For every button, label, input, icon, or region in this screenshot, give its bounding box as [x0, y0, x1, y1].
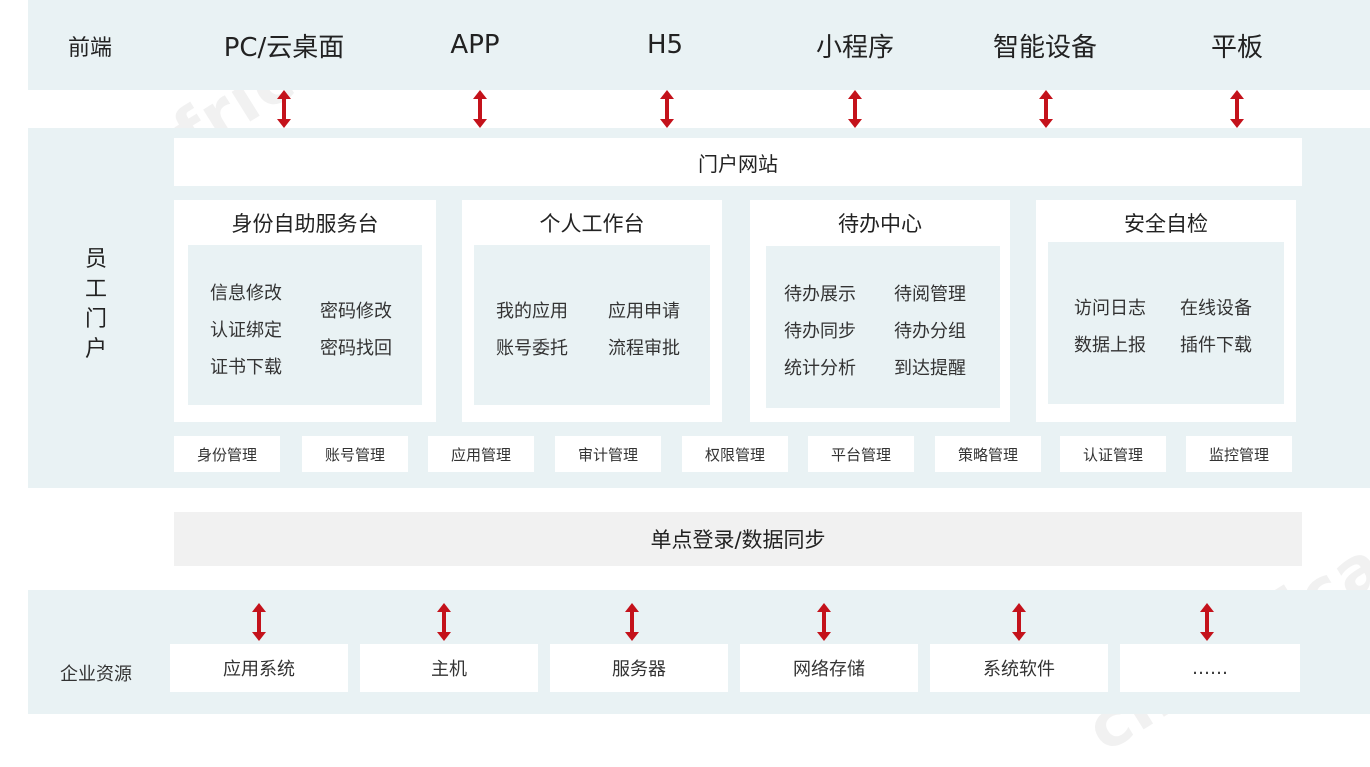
double-arrow-icon [1012, 603, 1026, 641]
card-item: 应用申请 [608, 301, 680, 322]
frontend-item-h5: H5 [646, 30, 684, 60]
card-title: 待办中心 [838, 212, 922, 236]
mgmt-monitoring: 监控管理 [1186, 436, 1292, 472]
card-item: 插件下载 [1180, 335, 1252, 356]
portal-side-label: 员 工 门 户 [84, 245, 108, 365]
frontend-band [28, 0, 1370, 90]
card-inner: 信息修改 认证绑定 证书下载 密码修改 密码找回 [188, 245, 422, 405]
mgmt-policy: 策略管理 [935, 436, 1041, 472]
mgmt-authentication: 认证管理 [1060, 436, 1166, 472]
card-item: 信息修改 [210, 283, 282, 304]
sso-label: 单点登录/数据同步 [650, 528, 826, 552]
card-item: 统计分析 [784, 358, 856, 379]
card-item: 待办同步 [784, 321, 856, 342]
double-arrow-icon [848, 90, 862, 128]
frontend-item-miniprogram: 小程序 [815, 32, 894, 63]
double-arrow-icon [252, 603, 266, 641]
mgmt-audit: 审计管理 [555, 436, 661, 472]
frontend-label: 前端 [68, 36, 113, 61]
card-item: 流程审批 [608, 338, 680, 359]
double-arrow-icon [1230, 90, 1244, 128]
card-item: 密码修改 [320, 301, 392, 322]
resource-app-system: 应用系统 [170, 644, 348, 692]
card-col: 应用申请 流程审批 [608, 293, 680, 367]
resource-host: 主机 [360, 644, 538, 692]
portal-website-bar: 门户网站 [174, 138, 1302, 186]
resource-network-storage: 网络存储 [740, 644, 918, 692]
card-item: 访问日志 [1074, 298, 1146, 319]
double-arrow-icon [1039, 90, 1053, 128]
card-inner: 我的应用 账号委托 应用申请 流程审批 [474, 245, 710, 405]
card-identity-self-service: 身份自助服务台 信息修改 认证绑定 证书下载 密码修改 密码找回 [174, 200, 436, 422]
frontend-item-tablet: 平板 [1210, 32, 1263, 63]
card-item: 待阅管理 [894, 284, 966, 305]
card-item: 在线设备 [1180, 298, 1252, 319]
resource-system-software: 系统软件 [930, 644, 1108, 692]
frontend-item-smart-device: 智能设备 [992, 32, 1097, 63]
card-item: 到达提醒 [894, 358, 966, 379]
card-item: 待办分组 [894, 321, 966, 342]
double-arrow-icon [277, 90, 291, 128]
card-col: 访问日志 数据上报 [1074, 290, 1146, 364]
card-personal-workbench: 个人工作台 我的应用 账号委托 应用申请 流程审批 [462, 200, 722, 422]
double-arrow-icon [473, 90, 487, 128]
card-inner: 待办展示 待办同步 统计分析 待阅管理 待办分组 到达提醒 [766, 246, 1000, 408]
portal-side-char: 工 [84, 277, 107, 302]
card-item: 待办展示 [784, 284, 856, 305]
portal-side-char: 户 [84, 337, 107, 362]
card-col: 待办展示 待办同步 统计分析 [784, 276, 856, 387]
card-item: 我的应用 [496, 301, 568, 322]
mgmt-application: 应用管理 [428, 436, 534, 472]
card-item: 认证绑定 [210, 320, 282, 341]
card-title: 身份自助服务台 [231, 212, 379, 236]
card-item: 证书下载 [210, 357, 282, 378]
resource-more: …… [1120, 644, 1300, 692]
card-col: 信息修改 认证绑定 证书下载 [210, 275, 282, 386]
card-title: 安全自检 [1124, 212, 1208, 236]
card-item: 数据上报 [1074, 335, 1146, 356]
frontend-item-pc: PC/云桌面 [223, 32, 345, 63]
double-arrow-icon [1200, 603, 1214, 641]
card-security-selfcheck: 安全自检 访问日志 数据上报 在线设备 插件下载 [1036, 200, 1296, 422]
double-arrow-icon [660, 90, 674, 128]
portal-side-char: 门 [84, 307, 107, 332]
mgmt-permission: 权限管理 [682, 436, 788, 472]
mgmt-account: 账号管理 [302, 436, 408, 472]
card-item: 密码找回 [320, 338, 392, 359]
double-arrow-icon [817, 603, 831, 641]
card-col: 我的应用 账号委托 [496, 293, 568, 367]
portal-website-title: 门户网站 [698, 151, 778, 176]
mgmt-identity: 身份管理 [174, 436, 280, 472]
double-arrow-icon [437, 603, 451, 641]
portal-side-char: 员 [84, 247, 107, 272]
card-title: 个人工作台 [539, 212, 645, 236]
sso-bar: 单点登录/数据同步 [174, 512, 1302, 566]
mgmt-platform: 平台管理 [808, 436, 914, 472]
double-arrow-icon [625, 603, 639, 641]
card-todo-center: 待办中心 待办展示 待办同步 统计分析 待阅管理 待办分组 到达提醒 [750, 200, 1010, 422]
card-inner: 访问日志 数据上报 在线设备 插件下载 [1048, 242, 1284, 404]
card-col: 在线设备 插件下载 [1180, 290, 1252, 364]
card-item: 账号委托 [496, 338, 568, 359]
frontend-item-app: APP [450, 30, 500, 60]
card-col: 密码修改 密码找回 [320, 293, 392, 367]
card-col: 待阅管理 待办分组 到达提醒 [894, 276, 966, 387]
resources-label: 企业资源 [60, 664, 132, 685]
resource-server: 服务器 [550, 644, 728, 692]
